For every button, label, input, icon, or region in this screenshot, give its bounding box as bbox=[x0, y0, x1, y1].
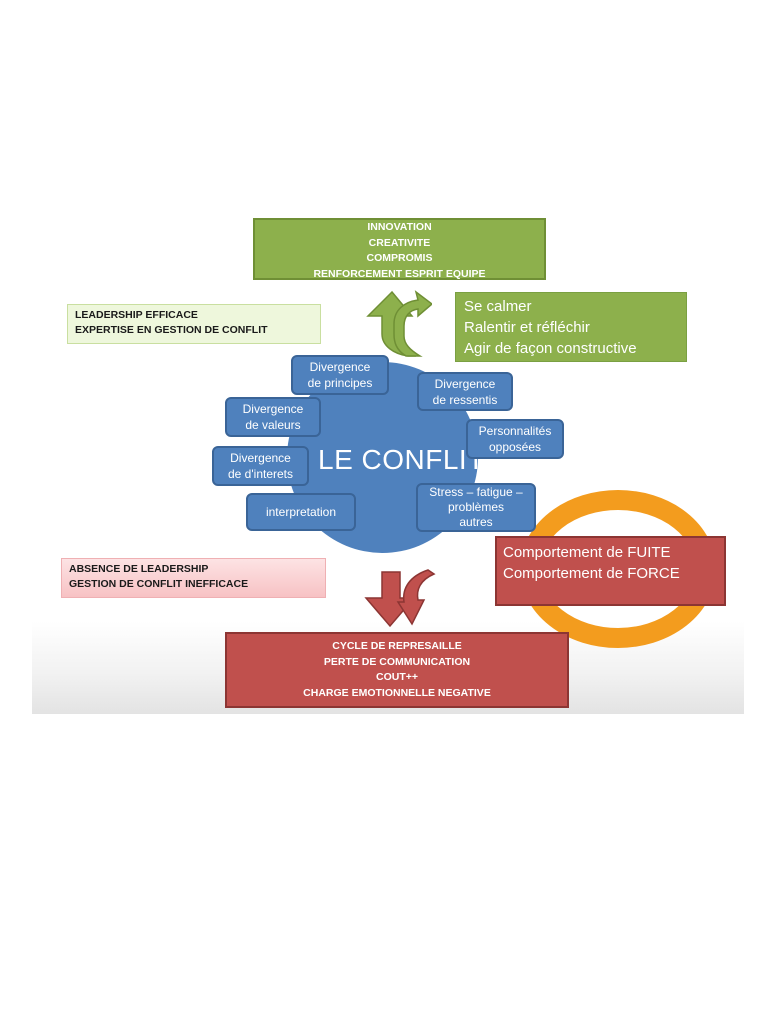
positive-outcome-line: INNOVATION bbox=[367, 221, 432, 233]
positive-outcome-box: INNOVATION CREATIVITE COMPROMIS RENFORCE… bbox=[253, 218, 546, 280]
negative-outcome-line: COUT++ bbox=[375, 671, 418, 683]
positive-outcome-line: COMPROMIS bbox=[366, 252, 433, 264]
red-curved-arrow-icon bbox=[364, 569, 436, 628]
cause-label: Divergence bbox=[434, 376, 496, 391]
cause-label: de ressentis bbox=[432, 392, 498, 407]
leadership-line: GESTION DE CONFLIT INEFFICACE bbox=[69, 578, 249, 590]
cause-label: interpretation bbox=[265, 505, 337, 519]
cause-label: de d'interets bbox=[228, 467, 293, 481]
positive-outcome-line: RENFORCEMENT ESPRIT EQUIPE bbox=[313, 267, 486, 280]
cause-label: autres bbox=[459, 515, 493, 529]
positive-outcome-line: CREATIVITE bbox=[368, 236, 431, 249]
green-curved-arrow-icon bbox=[366, 290, 432, 357]
action-item: Agir de façon constructive bbox=[464, 340, 637, 357]
cause-principes: Divergence de principes bbox=[291, 355, 389, 395]
absent-leadership-box: ABSENCE DE LEADERSHIP GESTION DE CONFLIT… bbox=[61, 558, 326, 598]
cause-personnalites: Personnalités opposées bbox=[466, 419, 564, 459]
cause-label: problèmes bbox=[447, 500, 505, 514]
cause-interpretation: interpretation bbox=[246, 493, 356, 531]
leadership-line: EXPERTISE EN GESTION DE CONFLIT bbox=[75, 324, 268, 336]
behaviour-item: Comportement de FUITE bbox=[503, 544, 671, 561]
cause-label: Divergence bbox=[309, 360, 371, 374]
cause-label: de valeurs bbox=[245, 418, 301, 432]
leadership-line: LEADERSHIP EFFICACE bbox=[75, 309, 198, 321]
cause-label: Divergence bbox=[230, 451, 291, 465]
cause-label: Personnalités bbox=[478, 424, 552, 438]
behaviour-item: Comportement de FORCE bbox=[503, 565, 680, 582]
center-title: LE CONFLIT bbox=[318, 444, 485, 475]
actions-box: Se calmer Ralentir et réfléchir Agir de … bbox=[455, 292, 687, 362]
cause-label: opposées bbox=[488, 440, 542, 454]
cause-stress: Stress – fatigue – problèmes autres bbox=[416, 483, 536, 532]
negative-outcome-line: CYCLE DE REPRESAILLE bbox=[332, 640, 462, 652]
cause-ressentis: Divergence de ressentis bbox=[417, 372, 513, 411]
action-item: Ralentir et réfléchir bbox=[464, 319, 590, 336]
negative-outcome-line: PERTE DE COMMUNICATION bbox=[323, 655, 471, 668]
cause-valeurs: Divergence de valeurs bbox=[225, 397, 321, 437]
behaviours-box: Comportement de FUITE Comportement de FO… bbox=[495, 536, 726, 606]
negative-outcome-box: CYCLE DE REPRESAILLE PERTE DE COMMUNICAT… bbox=[225, 632, 569, 708]
leadership-line: ABSENCE DE LEADERSHIP bbox=[69, 563, 209, 575]
negative-outcome-line: CHARGE EMOTIONNELLE NEGATIVE bbox=[303, 686, 491, 699]
effective-leadership-box: LEADERSHIP EFFICACE EXPERTISE EN GESTION… bbox=[67, 304, 321, 344]
cause-label: Divergence bbox=[242, 402, 304, 416]
cause-interets: Divergence de d'interets bbox=[212, 446, 309, 486]
action-item: Se calmer bbox=[464, 298, 532, 315]
cause-label: Stress – fatigue – bbox=[429, 485, 523, 499]
cause-label: de principes bbox=[307, 376, 373, 390]
